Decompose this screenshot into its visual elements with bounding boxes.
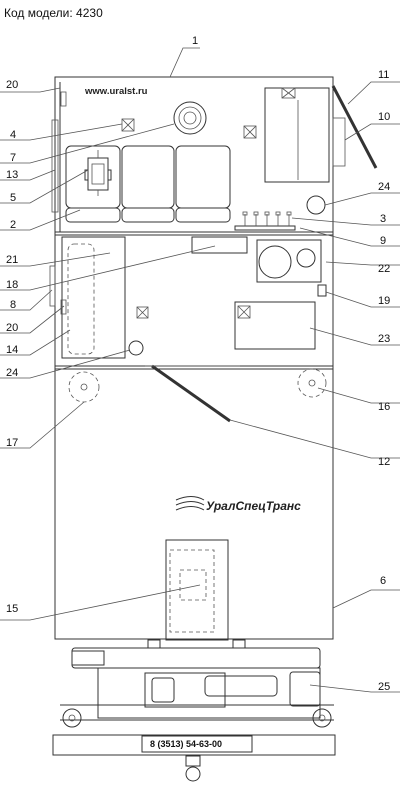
leader-lines [0,47,400,693]
door-12 [151,364,231,423]
bed-outline [67,243,95,355]
callout-11: 11 [378,69,389,81]
callout-16: 16 [378,401,390,413]
website-text: www.uralst.ru [84,86,148,97]
callout-23: 23 [378,333,390,345]
callout-24-upper: 24 [378,181,390,193]
callout-10: 10 [378,111,390,123]
small-bracket-top [60,91,67,107]
callouts: 1 20 11 10 4 7 13 5 24 2 3 9 21 22 18 8 … [6,35,390,693]
callout-21: 21 [6,254,18,266]
callout-8: 8 [10,299,16,311]
callout-1: 1 [192,35,198,47]
heater-3 [234,211,296,231]
vent-square-4 [121,118,135,132]
side-door [51,119,59,213]
small-bracket-mid [60,299,67,315]
wheel-arch-17 [68,371,100,403]
round-unit [173,101,207,135]
callout-22: 22 [378,263,390,275]
callout-15: 15 [6,603,18,615]
callout-2: 2 [10,219,16,231]
callout-6: 6 [380,575,386,587]
callout-24-lower: 24 [6,367,18,379]
callout-18: 18 [6,279,18,291]
model-code-label: Код модели: 4230 [4,6,103,20]
callout-12: 12 [378,456,390,468]
cabinet-11 [264,87,346,183]
callout-7: 7 [10,152,16,164]
wheel-arch-16 [297,368,327,398]
fixture-24-upper [306,195,326,215]
shelf-18 [191,236,248,254]
callout-17: 17 [6,437,18,449]
seats [65,145,231,223]
callout-20-mid: 20 [6,322,18,334]
fixture-24-lower [128,340,144,356]
callout-20-top: 20 [6,79,18,91]
callout-5: 5 [10,192,16,204]
callout-9: 9 [380,235,386,247]
callout-25: 25 [378,681,390,693]
device-5 [84,150,112,196]
vent-square-mid [243,125,257,139]
cabinet-23 [234,301,316,350]
brand-text: УралСпецТранс [206,499,301,513]
body-outline [54,76,334,640]
brand-logo: УралСпецТранс [175,496,301,513]
callout-19: 19 [378,295,390,307]
door-10 [331,85,378,169]
vent-square-lower [136,306,149,319]
callout-4: 4 [10,129,16,141]
fixture-19 [317,284,327,297]
frame-assembly: 8 (3513) 54-63-00 [52,639,336,782]
callout-14: 14 [6,344,18,356]
callout-3: 3 [380,213,386,225]
callout-13: 13 [6,169,18,181]
window-left [49,265,56,307]
phone-text: 8 (3513) 54-63-00 [150,739,222,749]
unit-22 [256,239,322,283]
bed-14 [61,236,126,359]
